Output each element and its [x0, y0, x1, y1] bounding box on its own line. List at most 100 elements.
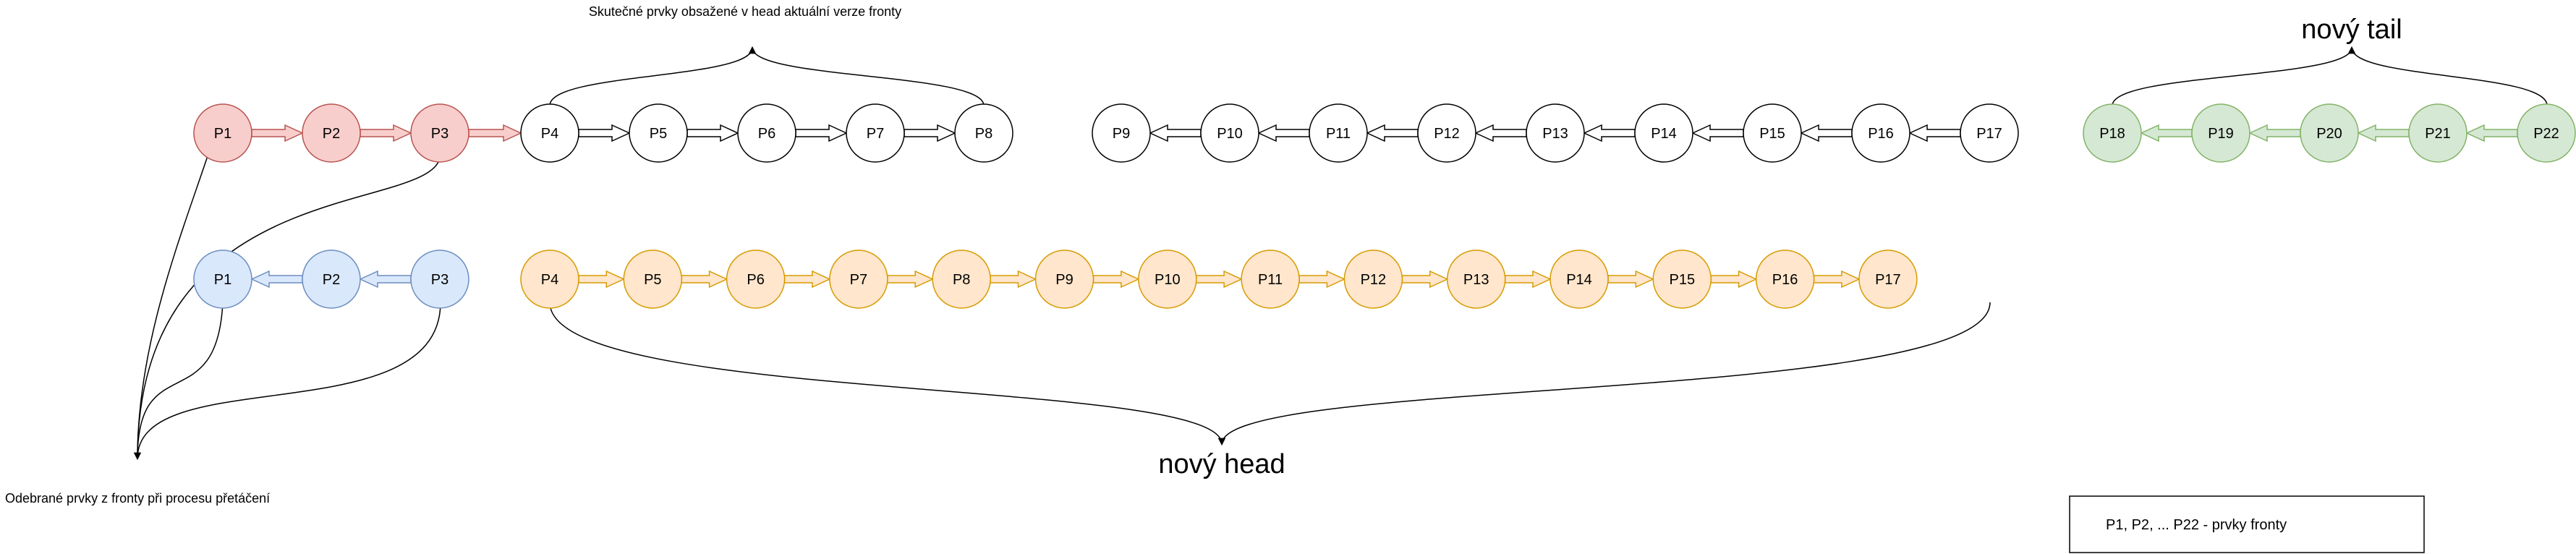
arrow-top-wb-5 [1691, 124, 1744, 142]
node-circle [410, 250, 469, 309]
node-circle [1241, 250, 1300, 309]
node-label: P3 [431, 126, 449, 142]
node-circle [1446, 250, 1506, 309]
node-circle [302, 103, 361, 163]
removed-curve-3 [137, 302, 224, 459]
node-top-wf-2: P6 [737, 103, 796, 163]
arrow-bot-o-11 [1710, 270, 1758, 289]
node-circle [846, 103, 905, 163]
arrow-bot-b-0 [250, 270, 303, 289]
node-circle [193, 250, 252, 309]
legend-box: P1, P2, ... P22 - prvky fronty [2069, 495, 2425, 553]
legend-frame [2069, 495, 2425, 553]
removed-caption: Odebrané prvky z fronty při procesu přet… [5, 491, 270, 506]
node-circle [1851, 103, 1910, 163]
node-circle [1743, 103, 1802, 163]
node-label: P17 [1976, 126, 2002, 142]
node-circle [1092, 103, 1151, 163]
node-circle [629, 103, 688, 163]
node-label: P7 [850, 272, 867, 288]
node-label: P16 [1868, 126, 1894, 142]
node-circle [2300, 103, 2359, 163]
node-label: P13 [1542, 126, 1568, 142]
node-circle [726, 250, 786, 309]
arrow-top-wf-1 [686, 124, 739, 142]
node-bot-o-0: P4 [520, 250, 579, 309]
top-brace-right [748, 46, 985, 106]
arrow-red-to-white [468, 124, 522, 142]
arrow-top-g-0 [2140, 124, 2193, 142]
arrow-bot-o-8 [1401, 270, 1449, 289]
legend-sep2: , ... [2149, 517, 2173, 533]
node-circle [954, 103, 1013, 163]
node-label: P11 [1326, 126, 1351, 142]
node-circle [829, 250, 888, 309]
arrow-top-wb-2 [1366, 124, 1419, 142]
node-circle [1526, 103, 1585, 163]
node-circle [520, 103, 579, 163]
node-label: P20 [2316, 126, 2342, 142]
arrow-top-wb-7 [1908, 124, 1961, 142]
node-top-g-3: P21 [2408, 103, 2467, 163]
node-label: P22 [2533, 126, 2559, 142]
node-circle [1343, 250, 1403, 309]
node-bot-o-10: P14 [1550, 250, 1609, 309]
node-label: P11 [1258, 272, 1283, 288]
node-top-red-2: P3 [410, 103, 469, 163]
arrow-top-wb-6 [1800, 124, 1853, 142]
node-top-g-4: P22 [2517, 103, 2576, 163]
new-tail-label: nový tail [2301, 14, 2402, 45]
node-label: P16 [1772, 272, 1798, 288]
node-circle [1550, 250, 1609, 309]
node-label: P10 [1155, 272, 1181, 288]
node-circle [1755, 250, 1815, 309]
node-top-wb-1: P10 [1200, 103, 1259, 163]
node-bot-o-9: P13 [1446, 250, 1506, 309]
node-circle [302, 250, 361, 309]
tail-brace-right [2347, 46, 2548, 106]
node-label: P9 [1055, 272, 1073, 288]
arrow-bot-o-1 [681, 270, 728, 289]
node-circle [1858, 250, 1918, 309]
node-top-wb-3: P12 [1417, 103, 1476, 163]
legend-p2: P2 [2132, 517, 2149, 533]
node-bot-b-0: P1 [193, 250, 252, 309]
arrow-top-red-0 [251, 124, 304, 142]
node-label: P2 [323, 272, 340, 288]
node-top-wb-7: P16 [1851, 103, 1910, 163]
node-circle [2517, 103, 2576, 163]
node-label: P15 [1670, 272, 1696, 288]
node-bot-o-6: P10 [1138, 250, 1197, 309]
node-label: P8 [975, 126, 992, 142]
node-label: P13 [1463, 272, 1489, 288]
node-bot-b-2: P3 [410, 250, 469, 309]
node-top-wb-8: P17 [1960, 103, 2019, 163]
node-circle [1417, 103, 1476, 163]
node-circle [1652, 250, 1712, 309]
arrow-bot-o-7 [1298, 270, 1346, 289]
node-circle [193, 103, 252, 163]
node-bot-o-2: P6 [726, 250, 786, 309]
node-bot-o-8: P12 [1343, 250, 1403, 309]
arrow-bot-o-5 [1092, 270, 1140, 289]
head-brace-left [549, 302, 1223, 445]
removed-curve-4 [133, 302, 441, 461]
node-top-red-0: P1 [193, 103, 252, 163]
node-circle [2408, 103, 2467, 163]
node-label: P12 [1434, 126, 1460, 142]
node-circle [520, 250, 579, 309]
node-label: P3 [431, 272, 449, 288]
arrow-top-wf-3 [904, 124, 956, 142]
arrow-bot-o-10 [1607, 270, 1655, 289]
node-label: P6 [758, 126, 775, 142]
node-label: P2 [323, 126, 340, 142]
node-label: P1 [214, 272, 231, 288]
head-brace-right [1217, 302, 1991, 446]
node-label: P4 [541, 126, 558, 142]
arrow-top-red-1 [360, 124, 412, 142]
node-bot-o-4: P8 [932, 250, 991, 309]
node-label: P7 [867, 126, 884, 142]
node-label: P15 [1759, 126, 1785, 142]
arrow-top-wf-0 [578, 124, 631, 142]
node-top-wf-3: P7 [846, 103, 905, 163]
